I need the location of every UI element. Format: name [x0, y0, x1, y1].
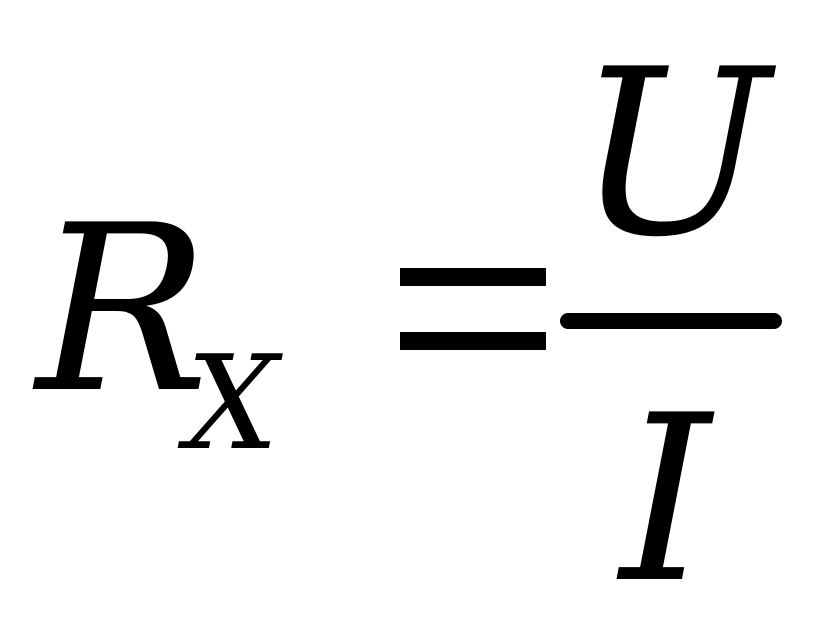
equals-bar-top — [400, 268, 546, 286]
equals-sign — [400, 268, 546, 352]
fraction-bar — [560, 313, 782, 329]
equals-bar-bottom — [400, 332, 546, 350]
fraction-numerator-voltage: U — [576, 21, 770, 288]
resistance-subscript: X — [186, 327, 279, 479]
resistance-symbol: R — [36, 177, 210, 444]
fraction-denominator-current: I — [620, 367, 711, 634]
ohms-law-formula: R X U I — [36, 21, 782, 616]
